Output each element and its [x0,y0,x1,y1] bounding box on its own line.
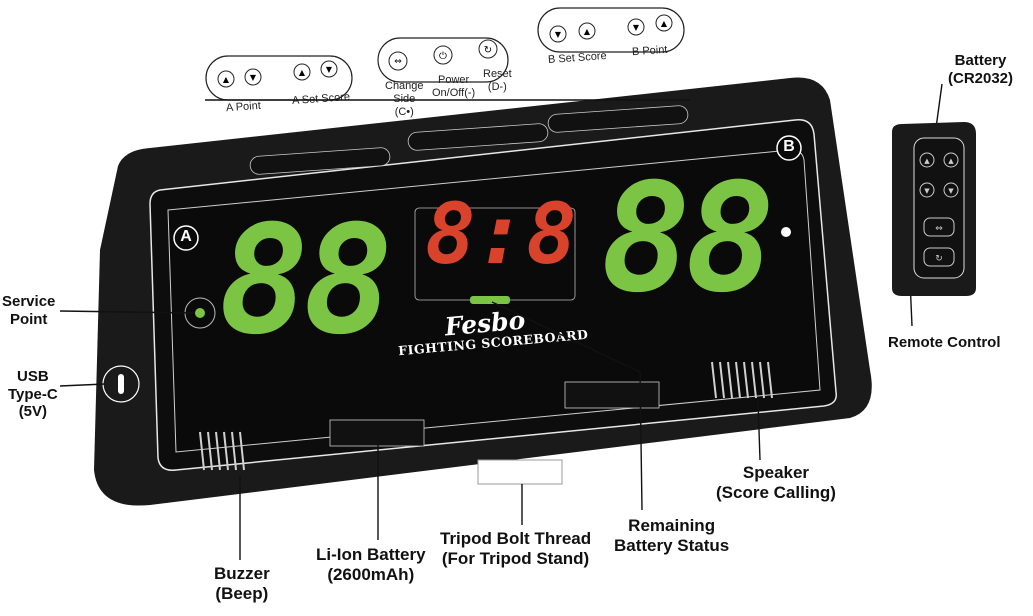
top-slot-center [407,123,549,151]
svg-text:↻: ↻ [935,254,943,264]
score-b-display: 88 [600,152,776,326]
remote-change-side-icon [923,217,955,237]
svg-text:▼: ▼ [250,73,257,82]
svg-text:▲: ▲ [924,157,930,165]
remote-control: ▲ ▲ ▼ ▼ ⇔ ↻ [892,122,976,296]
service-point-led-b [781,227,791,237]
svg-text:▲: ▲ [584,27,591,36]
tripod-callout: Tripod Bolt Thread(For Tripod Stand) [440,529,592,569]
a-point-up-icon [217,70,235,88]
timer-display: 8:8 [425,185,577,283]
battery-compartment-right [564,381,660,409]
svg-text:▲: ▲ [948,157,954,165]
svg-text:▲: ▲ [299,68,306,77]
reset-label: Reset(D-) [483,68,512,93]
svg-text:▲: ▲ [223,75,230,84]
b-set-up-icon [578,22,596,40]
remote-b-down-icon [943,182,959,198]
a-set-up-icon [293,63,311,81]
buzzer-grille [199,431,245,471]
b-point-up-icon [655,14,673,32]
svg-text:▲: ▲ [661,19,668,28]
remote-b-up-icon [943,152,959,168]
side-a-badge-ring [173,225,199,251]
a-point-down-icon [244,68,262,86]
li-ion-battery-compartment [329,419,425,447]
remote-control-callout: Remote Control [888,334,1001,351]
battery-status-led [470,296,510,304]
svg-text:⇔: ⇔ [394,57,402,67]
side-b-badge: B [783,138,795,155]
top-slot-a [249,147,391,175]
speaker-callout: Speaker(Score Calling) [716,463,836,503]
b-point-down-icon [627,18,645,36]
a-set-down-icon [320,60,338,78]
svg-text:▼: ▼ [948,187,954,195]
svg-text:▼: ▼ [555,30,562,39]
remote-a-down-icon [919,182,935,198]
remote-face [913,137,965,279]
reset-icon [478,39,498,59]
score-a-display: 88 [218,194,394,368]
buzzer-callout: Buzzer(Beep) [214,564,270,604]
change-side-icon [388,51,408,71]
remote-battery-callout: Battery(CR2032) [948,52,1014,87]
speaker-grille [711,361,773,399]
usb-port [118,374,124,394]
b-set-down-icon [549,25,567,43]
svg-text:▼: ▼ [326,65,333,74]
svg-text:▼: ▼ [633,23,640,32]
side-b-badge-ring [776,135,802,161]
top-button-callout-group: ▲ ▼ ▲ ▼ ⇔ ⏻ ↻ ▼ ▲ ▼ ▲ [205,7,685,101]
b-buttons-pill [537,7,685,53]
side-a-badge: A [180,228,192,245]
scoreboard-body [94,77,872,506]
service-point-led [195,308,205,318]
tripod-thread [477,459,563,485]
svg-text:⏻: ⏻ [439,51,447,62]
remote-reset-icon [923,247,955,267]
li-ion-battery-callout: Li-Ion Battery(2600mAh) [316,545,426,585]
svg-text:⇔: ⇔ [935,224,943,234]
svg-text:↻: ↻ [484,45,492,56]
remote-a-up-icon [919,152,935,168]
power-icon [433,45,453,65]
svg-text:▼: ▼ [924,187,930,195]
top-slot-b [547,105,689,133]
